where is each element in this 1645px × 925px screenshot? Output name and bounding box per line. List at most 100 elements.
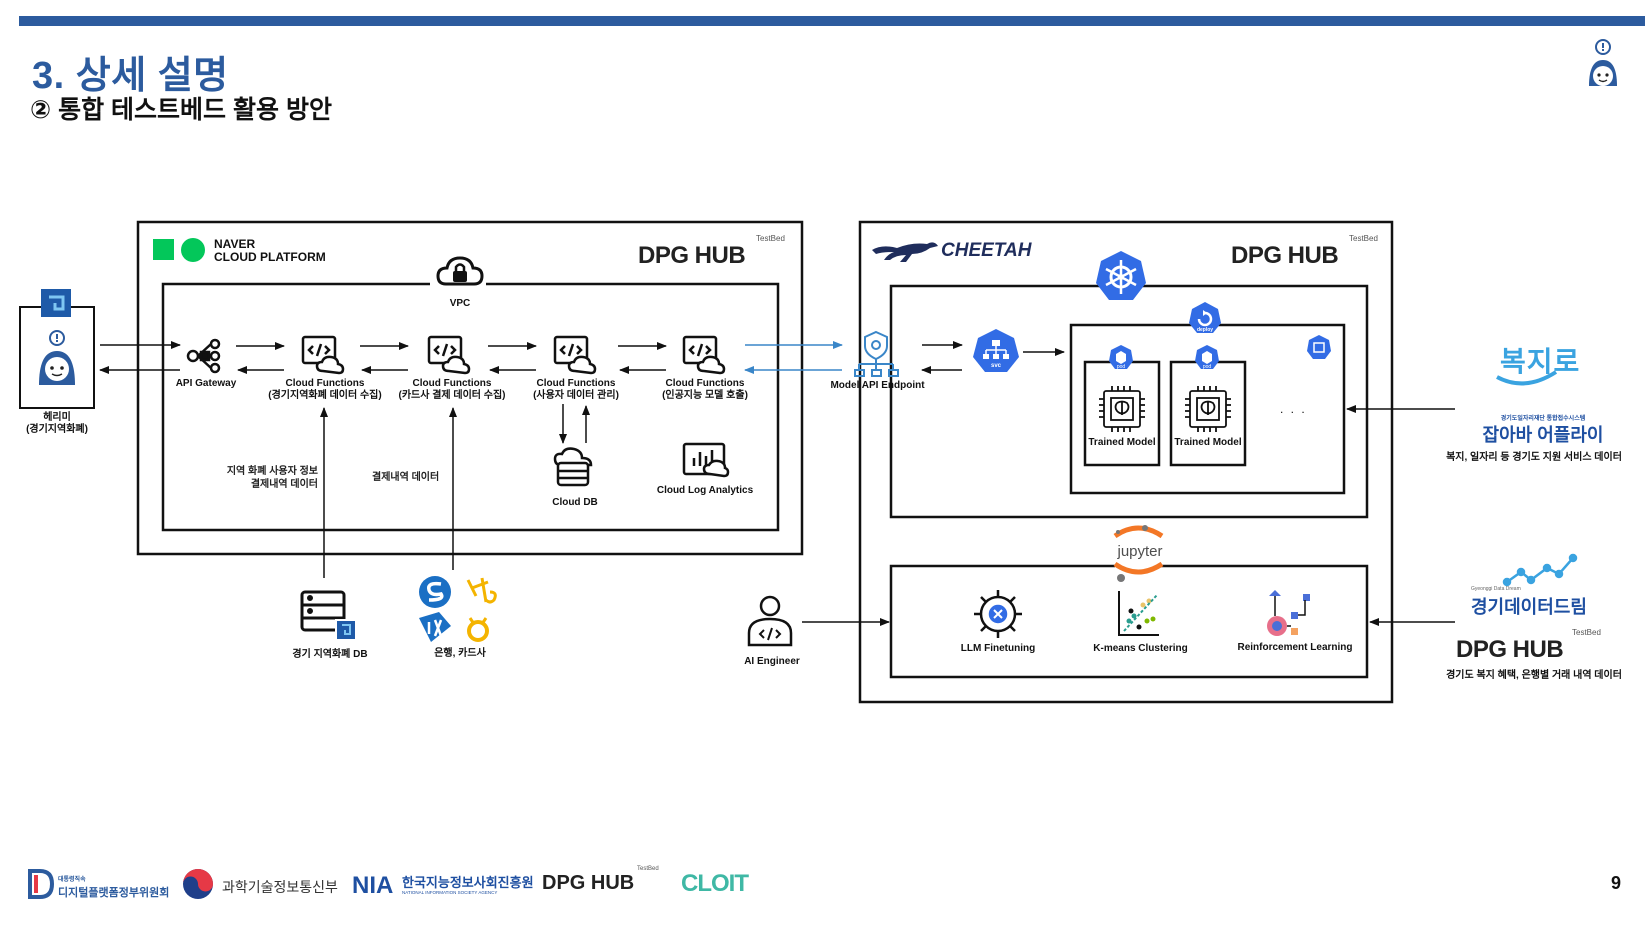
shinhan-bank-logo-icon bbox=[419, 576, 451, 608]
footer-hub-tag: TestBed bbox=[637, 866, 659, 872]
source-hub-logo: DPG HUB bbox=[1456, 636, 1564, 663]
bokjiro-logo: 복지로 bbox=[1500, 346, 1581, 377]
function-2-desc: (카드사 결제 데이터 수집) bbox=[398, 390, 506, 401]
ibk-bank-logo-icon bbox=[419, 612, 451, 642]
jupyter-logo-icon bbox=[1113, 525, 1164, 582]
left-hub-logo: DPG HUB bbox=[638, 242, 746, 269]
naver-brand-line2: CLOUD PLATFORM bbox=[214, 250, 326, 264]
cloud-function-icon-4 bbox=[682, 335, 726, 375]
page-subtitle: ② 통합 테스트베드 활용 방안 bbox=[30, 96, 332, 124]
banks-label: 은행, 카드사 bbox=[434, 648, 486, 659]
bokjiro-swoosh-icon bbox=[1496, 370, 1558, 386]
cheetah-logo-icon bbox=[872, 242, 938, 262]
kubernetes-icon bbox=[1096, 251, 1146, 300]
data-dream-logo-icon bbox=[1502, 553, 1578, 587]
header-bar bbox=[19, 16, 1645, 26]
right-hub-logo: DPG HUB bbox=[1231, 242, 1339, 269]
cloud-log-analytics-icon bbox=[682, 442, 730, 478]
footer-logo1-small: 대통령직속 bbox=[58, 877, 86, 883]
user-name: 헤리미 bbox=[43, 412, 71, 423]
naver-cloud-box bbox=[136, 220, 804, 556]
user-data-note-1: 지역 화폐 사용자 정보 bbox=[226, 466, 318, 477]
pod-icon-2 bbox=[1195, 345, 1219, 369]
model-endpoint-label: Model API Endpoint bbox=[830, 380, 925, 391]
gyeonggi-db-label: 경기 지역화폐 DB bbox=[292, 649, 368, 660]
more-models-ellipsis: . . . bbox=[1280, 402, 1307, 416]
deploy-label: deploy bbox=[1196, 327, 1214, 333]
svc-label: svc bbox=[990, 363, 1001, 369]
footer-logo3-small: NATIONAL INFORMATION SOCIETY AGENCY bbox=[402, 890, 498, 895]
naver-logo-square bbox=[153, 239, 174, 260]
source1-desc: 복지, 일자리 등 경기도 지원 서비스 데이터 bbox=[1446, 452, 1622, 463]
deploy-icon bbox=[1189, 302, 1221, 333]
function-1-title: Cloud Functions bbox=[285, 378, 365, 389]
datadream-small: Gyeonggi Data Dream bbox=[1471, 586, 1521, 592]
japaba-logo: 잡아바 어플라이 bbox=[1482, 425, 1604, 445]
source-hub-tag: TestBed bbox=[1572, 628, 1601, 637]
cloud-function-icon-2 bbox=[427, 335, 471, 375]
jupyter-label: jupyter bbox=[1117, 543, 1163, 560]
msit-taegeuk-logo-icon bbox=[183, 869, 213, 899]
function-4-desc: (인공지능 모델 호출) bbox=[662, 390, 748, 401]
trained-model-chip-icon-1 bbox=[1099, 386, 1145, 432]
trained-model-label-1: Trained Model bbox=[1088, 437, 1156, 448]
k8s-cluster-box bbox=[889, 284, 1369, 519]
datadream-logo: 경기데이터드림 bbox=[1471, 597, 1587, 617]
pod-label-2: pod bbox=[1202, 364, 1212, 370]
cloud-db-icon bbox=[553, 447, 593, 487]
footer-logo2: 과학기술정보통신부 bbox=[222, 879, 338, 895]
footer-logo3: 한국지능정보사회진흥원 bbox=[402, 875, 534, 890]
japaba-small-text: 경기도일자리재단 통합접수시스템 bbox=[1500, 416, 1586, 422]
footer-hub-logo: DPG HUB bbox=[542, 872, 635, 894]
function-3-title: Cloud Functions bbox=[536, 378, 616, 389]
pod-icon-1 bbox=[1109, 345, 1133, 369]
ai-engineer-icon bbox=[747, 595, 793, 647]
gyeonggi-currency-logo-icon bbox=[41, 289, 71, 317]
naver-logo-circle bbox=[181, 238, 205, 262]
function-1-desc: (경기지역화폐 데이터 수집) bbox=[268, 390, 382, 401]
vpc-icon bbox=[436, 256, 484, 286]
vpc-box bbox=[161, 282, 780, 532]
svc-icon bbox=[973, 329, 1019, 372]
model-api-endpoint-icon bbox=[854, 330, 899, 377]
kb-bank-logo-icon bbox=[466, 577, 497, 604]
vpc-label: VPC bbox=[449, 298, 471, 309]
function-2-title: Cloud Functions bbox=[412, 378, 492, 389]
ai-engineer-label: AI Engineer bbox=[744, 656, 800, 667]
kmeans-clustering-icon bbox=[1118, 591, 1159, 636]
trained-model-label-2: Trained Model bbox=[1174, 437, 1242, 448]
right-hub-tag: TestBed bbox=[1349, 234, 1378, 243]
pod-icon-3 bbox=[1307, 335, 1331, 359]
cloud-function-icon-3 bbox=[553, 335, 597, 375]
jupyter-box bbox=[889, 564, 1369, 679]
footer-logo1: 디지털플랫폼정부위원회 bbox=[58, 887, 170, 899]
tool-llm-label: LLM Finetuning bbox=[960, 643, 1036, 654]
page-number: 9 bbox=[1610, 873, 1621, 893]
api-gateway-icon bbox=[186, 338, 221, 374]
user-data-note-2: 결제내역 데이터 bbox=[250, 479, 318, 490]
footer-logo3-big: NIA bbox=[352, 872, 394, 899]
page-title: 3. 상세 설명 bbox=[32, 55, 229, 97]
woori-bank-logo-icon bbox=[467, 617, 489, 642]
mascot-icon bbox=[1589, 39, 1617, 86]
user-mascot-icon bbox=[39, 330, 75, 385]
deploy-box bbox=[1069, 323, 1346, 495]
trained-model-chip-icon-2 bbox=[1185, 386, 1231, 432]
digital-platform-logo-icon bbox=[28, 869, 55, 899]
reinforcement-learning-icon bbox=[1267, 590, 1310, 636]
api-gateway-label: API Gateway bbox=[175, 378, 237, 389]
tool-rl-label: Reinforcement Learning bbox=[1237, 642, 1353, 653]
footer-cloit-logo: CLOIT bbox=[681, 870, 749, 897]
cheetah-box bbox=[858, 220, 1394, 704]
left-hub-tag: TestBed bbox=[756, 234, 785, 243]
user-desc: (경기지역화폐) bbox=[26, 424, 88, 435]
tool-kmeans-label: K-means Clustering bbox=[1093, 643, 1188, 654]
naver-brand-line1: NAVER bbox=[214, 237, 256, 251]
cloud-log-label: Cloud Log Analytics bbox=[656, 485, 754, 496]
source2-desc: 경기도 복지 혜택, 은행별 거래 내역 데이터 bbox=[1446, 670, 1622, 681]
cloud-db-label: Cloud DB bbox=[552, 497, 598, 508]
function-4-title: Cloud Functions bbox=[665, 378, 745, 389]
gyeonggi-db-icon bbox=[300, 590, 357, 641]
llm-finetuning-icon bbox=[974, 590, 1022, 638]
